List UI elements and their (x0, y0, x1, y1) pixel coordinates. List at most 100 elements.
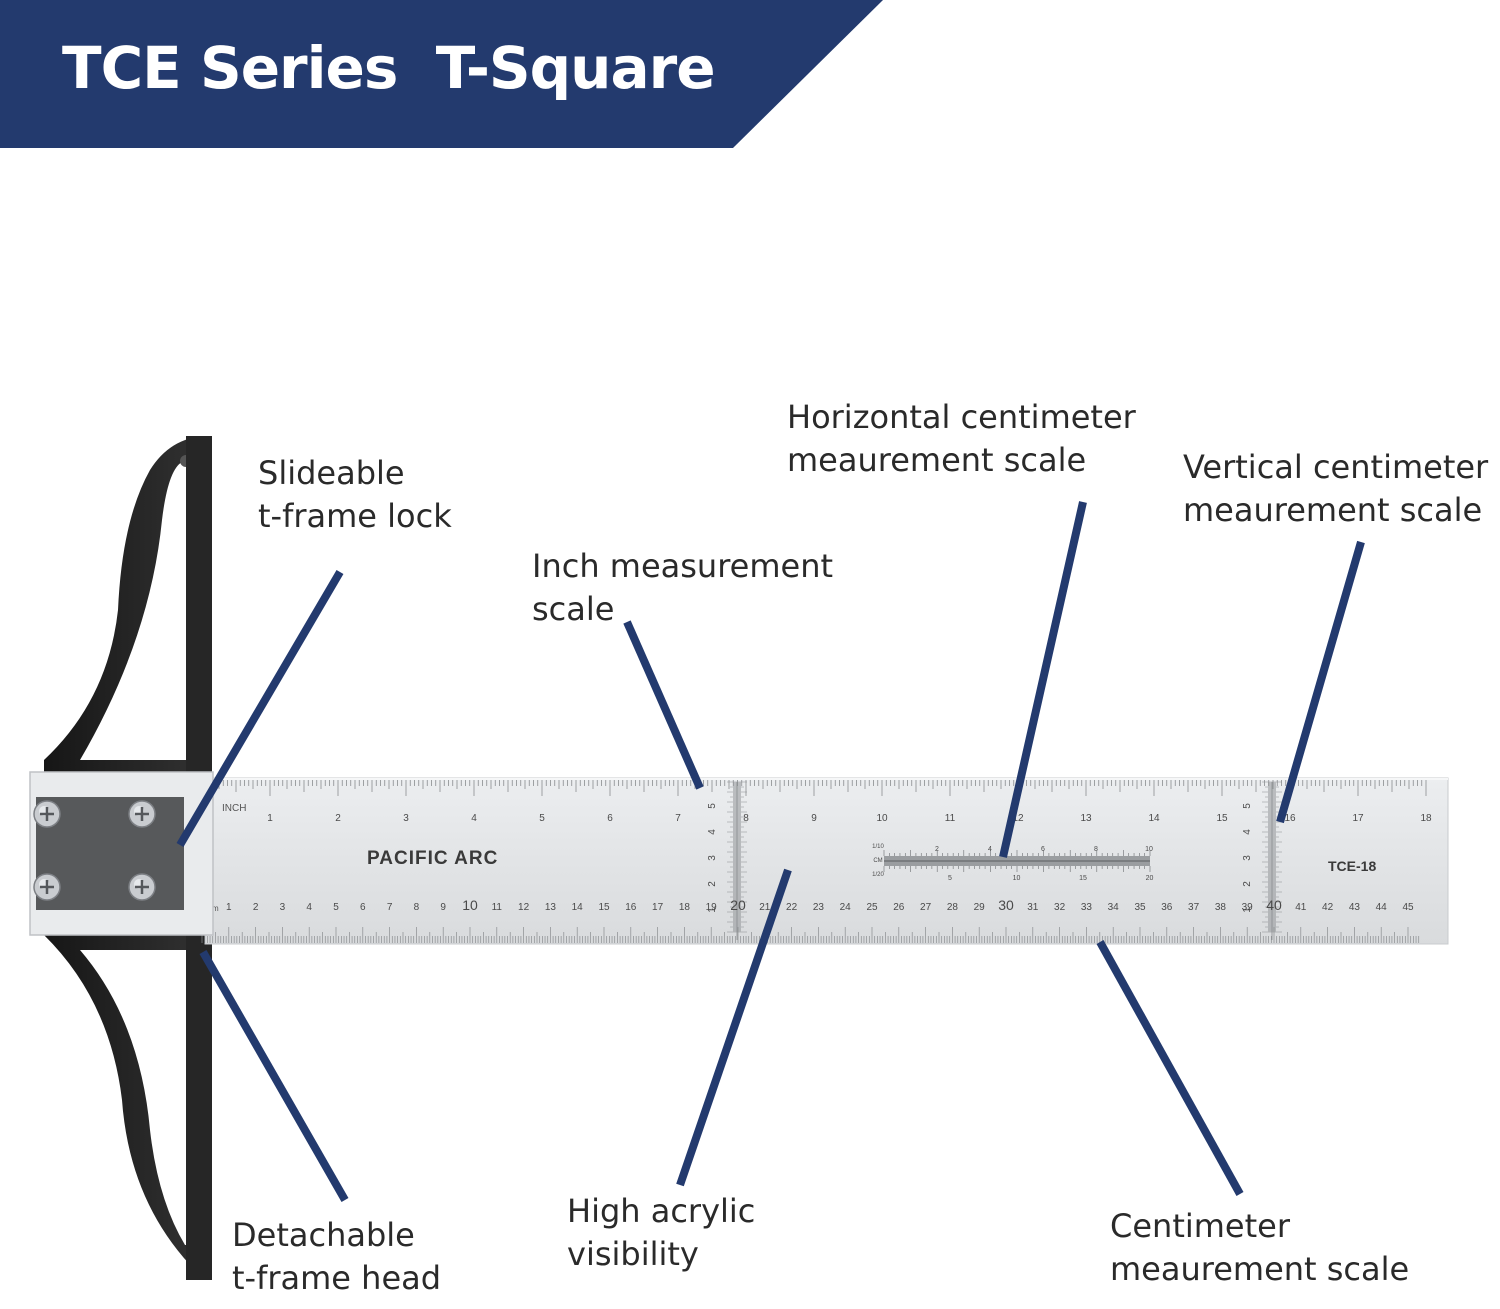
callout-vertical-line2: meaurement scale (1183, 491, 1483, 529)
cm-number: 24 (840, 902, 852, 913)
inch-number: 5 (539, 813, 545, 824)
cm-number: 4 (306, 902, 312, 913)
model-number: TCE-18 (1328, 858, 1376, 874)
leader-inch (623, 620, 704, 790)
callout-inch-line1: Inch measurement (532, 547, 834, 585)
mini-scale-side-label: CM (873, 858, 882, 864)
callout-vertical-line1: Vertical centimeter (1183, 448, 1489, 486)
screw-slot (40, 807, 54, 821)
inch-number: 11 (945, 813, 956, 824)
cm-number: 21 (759, 902, 771, 913)
cm-number: 30 (998, 897, 1014, 913)
leader-acrylic (676, 868, 792, 1187)
inch-number: 12 (1012, 813, 1024, 824)
cm-number: 13 (545, 902, 557, 913)
cm-number: 18 (679, 902, 691, 913)
inch-number: 6 (607, 813, 613, 824)
cm-number: 23 (813, 902, 825, 913)
leader-centimeter (1096, 940, 1244, 1196)
cm-number: 6 (360, 902, 366, 913)
cm-number: 41 (1295, 902, 1307, 913)
t-frame-lock (29, 771, 214, 936)
callout-lock-line2: t-frame lock (258, 497, 452, 535)
blade-body (204, 777, 1449, 945)
callout-vertical-scale: Vertical centimeter meaurement scale (1183, 446, 1488, 532)
vertical-scale-number: 5 (1242, 803, 1253, 809)
callout-centimeter-line1: Centimeter (1110, 1207, 1290, 1245)
cm-number: 17 (652, 902, 664, 913)
head-lower-cutout (80, 950, 190, 1245)
inch-number: 13 (1080, 813, 1092, 824)
vertical-scale-number: 1 (1242, 907, 1253, 913)
callout-horizontal-scale: Horizontal centimeter meaurement scale (787, 396, 1136, 482)
mini-scale-top-number: 6 (1041, 846, 1045, 853)
cm-number: 8 (414, 902, 420, 913)
cm-number: 20 (730, 897, 746, 913)
mini-scale-bottom-number: 5 (948, 875, 952, 882)
inch-number: 10 (876, 813, 888, 824)
leader-head (199, 950, 349, 1202)
cm-number: 32 (1054, 902, 1066, 913)
mini-scale-side-label: 1/20 (872, 872, 884, 878)
cm-number: 9 (440, 902, 446, 913)
mini-scale-bottom-number: 10 (1013, 875, 1021, 882)
cm-number: 26 (893, 902, 905, 913)
inch-number: 7 (675, 813, 681, 824)
cm-number: 34 (1108, 902, 1120, 913)
inch-number: 18 (1420, 813, 1432, 824)
cm-number: 2 (253, 902, 259, 913)
vertical-scale-number: 1 (707, 907, 718, 913)
inch-number: 15 (1216, 813, 1228, 824)
mini-scale-top-number: 8 (1094, 846, 1098, 853)
cm-number: 14 (572, 902, 584, 913)
head-upper-cutout (80, 462, 190, 760)
ruler-blade: INCH cm PACIFIC ARC TCE-18 1234567891011… (201, 777, 1449, 945)
cm-number: 36 (1161, 902, 1173, 913)
screw-slot (135, 807, 149, 821)
mini-scale-bottom-number: 15 (1079, 875, 1087, 882)
callout-inch-scale: Inch measurement scale (532, 545, 833, 631)
cm-number: 1 (226, 902, 232, 913)
callout-head-line1: Detachable (232, 1216, 415, 1254)
cm-number: 22 (786, 902, 798, 913)
callout-horizontal-line1: Horizontal centimeter (787, 398, 1136, 436)
callout-centimeter-line2: meaurement scale (1110, 1250, 1410, 1288)
cm-number: 7 (387, 902, 393, 913)
cm-number: 10 (462, 897, 478, 913)
inch-number: 16 (1284, 813, 1296, 824)
inch-label: INCH (222, 803, 246, 814)
inch-number: 8 (743, 813, 749, 824)
cm-number: 38 (1215, 902, 1227, 913)
cm-number: 28 (947, 902, 959, 913)
cm-number: 3 (280, 902, 286, 913)
lock-screws (33, 800, 156, 901)
mini-scale-top-number: 2 (935, 846, 939, 853)
cm-number: 31 (1027, 902, 1039, 913)
callout-head: Detachable t-frame head (232, 1214, 441, 1300)
vertical-scale-number: 2 (707, 881, 718, 887)
cm-number: 27 (920, 902, 932, 913)
inch-number: 2 (335, 813, 341, 824)
vertical-scale-number: 4 (707, 829, 718, 835)
cm-number: 11 (492, 902, 503, 913)
mini-scale-top-number: 4 (988, 846, 992, 853)
callout-horizontal-line2: meaurement scale (787, 441, 1087, 479)
inch-number: 17 (1352, 813, 1364, 824)
callout-head-line2: t-frame head (232, 1259, 442, 1297)
page-title: TCE Series T-Square (62, 34, 716, 102)
horizontal-mini-scale (884, 856, 1150, 866)
inch-number: 14 (1148, 813, 1160, 824)
leader-lock (176, 569, 344, 848)
inch-number: 1 (267, 813, 273, 824)
lock-block (36, 797, 184, 910)
inch-number: 9 (811, 813, 817, 824)
banner-shape (0, 0, 883, 148)
vertical-scale-number: 4 (1242, 829, 1253, 835)
callout-acrylic: High acrylic visibility (567, 1190, 755, 1276)
cm-number: 33 (1081, 902, 1093, 913)
callout-acrylic-line1: High acrylic (567, 1192, 756, 1230)
cm-number: 42 (1322, 902, 1334, 913)
screw-slot (40, 880, 54, 894)
